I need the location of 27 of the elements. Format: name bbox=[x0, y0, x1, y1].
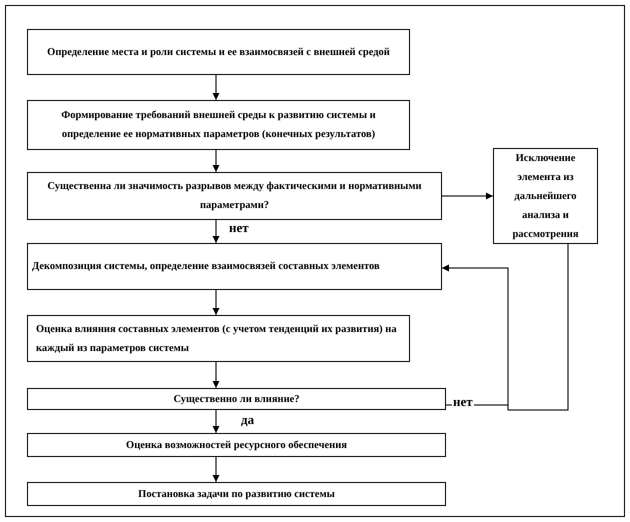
process-box bbox=[27, 388, 446, 410]
arrow bbox=[212, 456, 220, 482]
process-box bbox=[27, 29, 410, 75]
arrow bbox=[212, 74, 220, 100]
process-box bbox=[27, 315, 410, 362]
process-box bbox=[27, 482, 446, 506]
box-text: Существенна ли значимость разрывов между фактическими и нормативными параметрами? bbox=[46, 180, 423, 213]
arrow bbox=[212, 150, 220, 172]
process-box bbox=[493, 148, 598, 244]
process-box bbox=[27, 433, 446, 457]
box-text: Существенно ли влияние? bbox=[173, 392, 300, 406]
arrow bbox=[212, 362, 220, 388]
arrow bbox=[212, 290, 220, 316]
box-text: Декомпозиция системы, определение взаимосвязей составных элементов bbox=[32, 260, 380, 274]
box-text: Формирование требований внешней среды к развитию системы и определение ее нормативных параметров (конечных результатов) bbox=[60, 109, 377, 142]
box-text: Постановка задачи по развитию системы bbox=[138, 488, 335, 502]
arrow bbox=[212, 220, 220, 244]
process-box bbox=[27, 243, 442, 290]
arrow bbox=[442, 192, 494, 200]
box-text: Оценка влияния составных элементов (с учетом тенденций их развития) на каждый из параметров системы bbox=[36, 322, 398, 356]
arrow bbox=[442, 244, 568, 410]
box-text: Исключение элемента из дальнейшего анализа и рассмотрения bbox=[511, 152, 580, 242]
process-box bbox=[27, 100, 410, 150]
box-text: Оценка возможностей ресурсного обеспечения bbox=[126, 438, 347, 452]
arrow bbox=[212, 410, 220, 434]
process-box bbox=[27, 172, 442, 220]
box-text: Определение места и роли системы и ее взаимосвязей с внешней средой bbox=[47, 46, 390, 60]
